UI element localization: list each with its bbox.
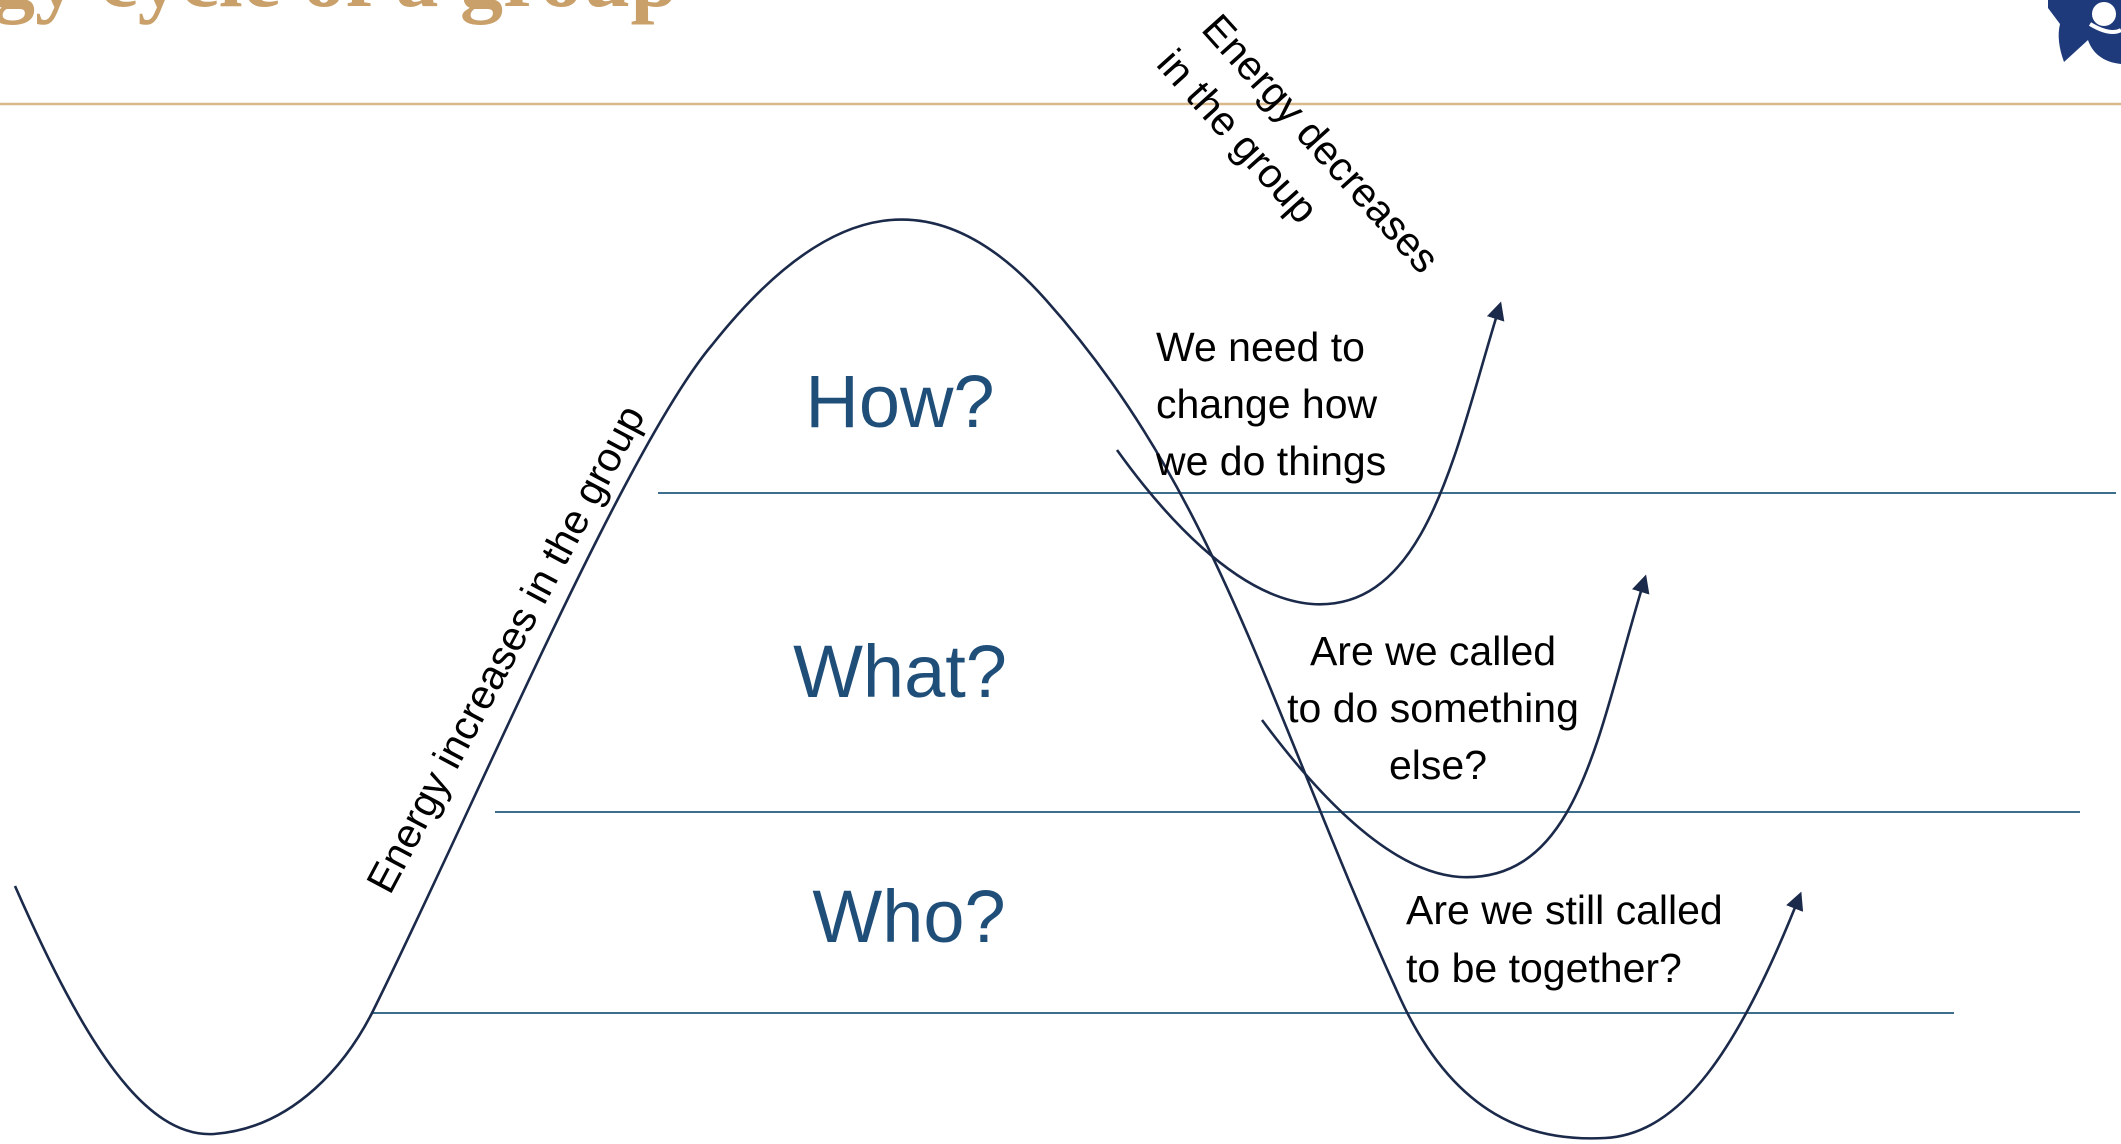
- calling-branch-curve: [1260, 574, 1650, 879]
- change-note-line1: We need to: [1156, 324, 1365, 370]
- energy-increases-label: Energy increases in the group: [357, 398, 653, 901]
- group-logo-icon: [2048, 0, 2121, 64]
- who-question-label: Who?: [812, 875, 1005, 958]
- energy-cycle-curve: [13, 218, 1804, 1140]
- change-note-line3: we do things: [1155, 438, 1386, 484]
- together-note-line2: to be together?: [1406, 945, 1682, 991]
- together-note-line1: Are we still called: [1406, 887, 1723, 933]
- calling-note-line3: else?: [1389, 742, 1487, 788]
- change-branch-curve: [1115, 301, 1505, 606]
- slide-title: gy cycle of a group: [0, 0, 678, 25]
- how-question-label: How?: [805, 360, 994, 443]
- change-note-line2: change how: [1156, 381, 1378, 427]
- calling-note-line1: Are we called: [1310, 628, 1556, 674]
- calling-note-line2: to do something: [1287, 685, 1579, 731]
- what-question-label: What?: [793, 630, 1007, 713]
